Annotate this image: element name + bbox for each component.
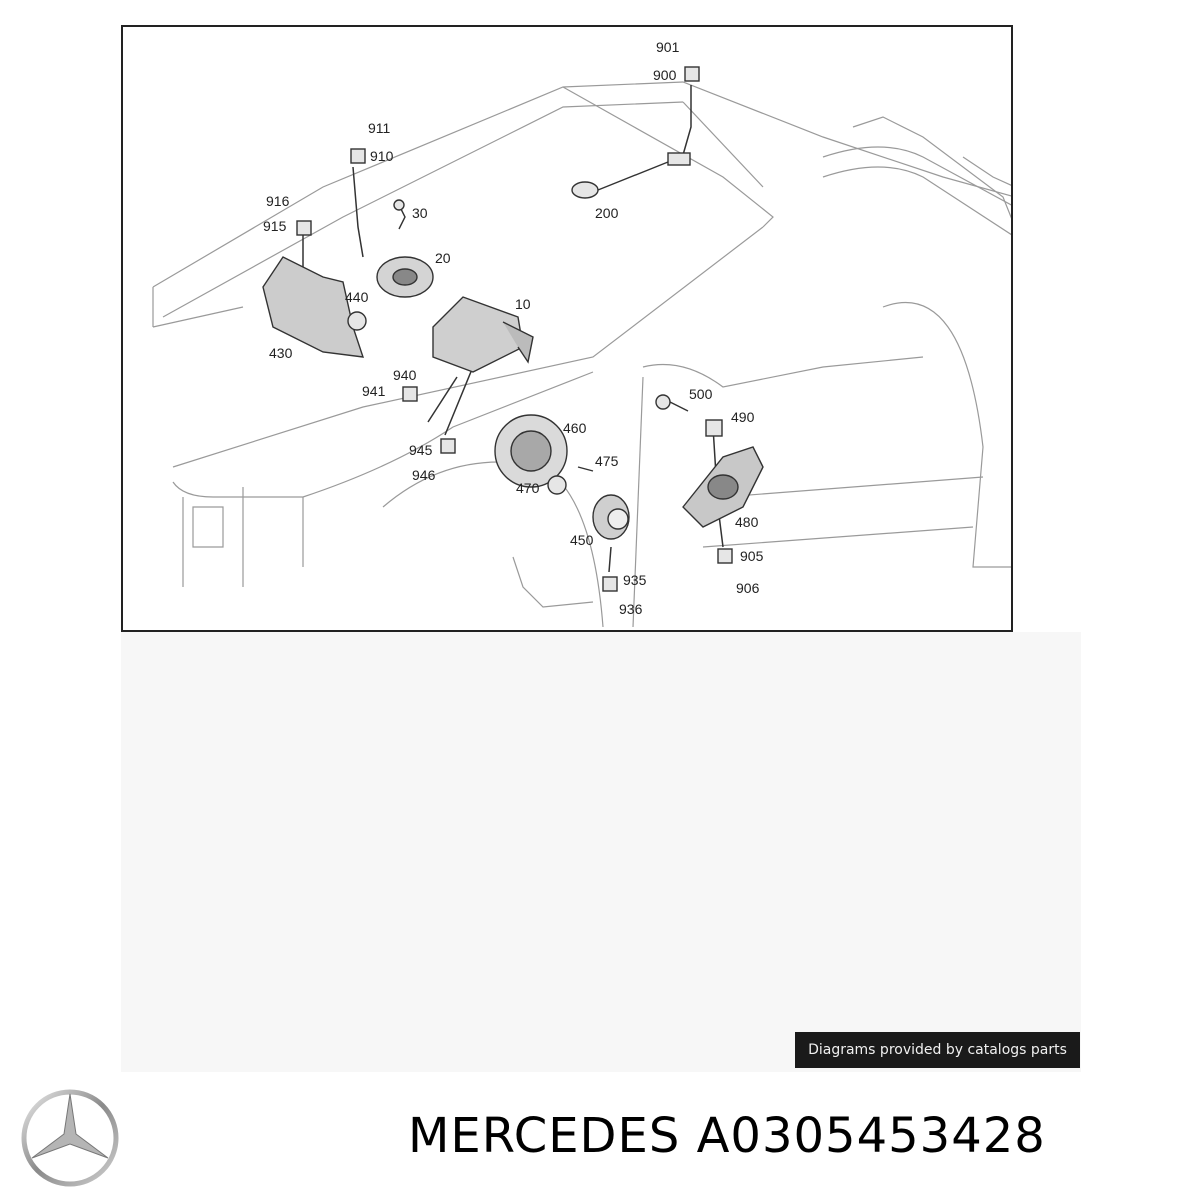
part-label: 911 [368,120,391,136]
part-label: 430 [269,345,293,361]
part-label: 940 [393,367,417,383]
part-label: 10 [515,296,531,312]
part-label: 475 [595,453,619,469]
part-label: 935 [623,572,647,588]
part-label: 910 [370,148,394,164]
mercedes-star-logo-icon [21,1089,119,1187]
part-title: MERCEDES A0305453428 [408,1108,1046,1164]
part-label: 490 [731,409,755,425]
part-label: 901 [656,39,680,55]
part-label: 500 [689,386,713,402]
diagram-drawing: 901 900 911 910 916 915 30 20 200 440 10… [152,39,1011,628]
part-label: 440 [345,289,369,305]
part-label: 915 [263,218,287,234]
part-label: 200 [595,205,619,221]
part-label: 450 [570,532,594,548]
part-label: 460 [563,420,587,436]
part-label: 945 [409,442,433,458]
credit-badge: Diagrams provided by catalogs parts [795,1032,1080,1068]
empty-gray-area [121,632,1081,1072]
brand-name: MERCEDES [408,1108,681,1164]
part-label: 900 [653,67,677,83]
part-label: 936 [619,601,643,617]
part-label: 916 [266,193,290,209]
part-label: 470 [516,480,540,496]
part-number: A0305453428 [696,1108,1046,1164]
part-label: 906 [736,580,760,596]
part-label: 905 [740,548,764,564]
part-label: 30 [412,205,428,221]
part-label: 20 [435,250,451,266]
part-label: 946 [412,467,436,483]
part-label: 480 [735,514,759,530]
part-label: 941 [362,383,386,399]
parts-diagram: 901 900 911 910 916 915 30 20 200 440 10… [121,25,1013,632]
